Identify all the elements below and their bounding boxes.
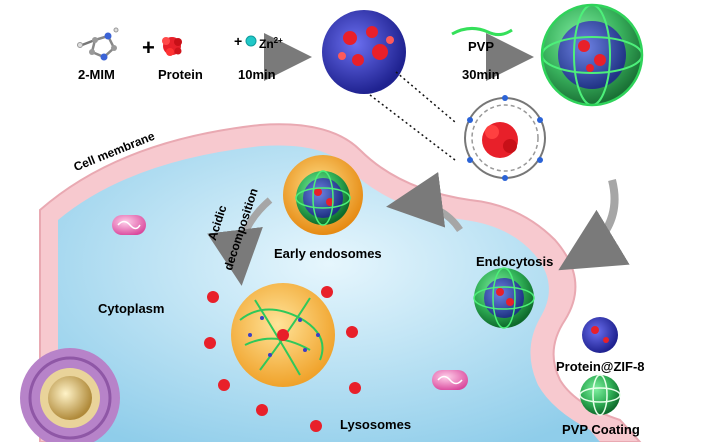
arrow-to-endocytosis (558, 178, 630, 271)
mitochondrion-icon-2 (432, 370, 468, 390)
plus-sign: + (142, 35, 155, 60)
label-protein-zif8: Protein@ZIF-8 (556, 359, 645, 374)
mitochondrion-icon (112, 215, 146, 235)
legend-pvp-coating-icon (579, 374, 621, 416)
arrow-to-early-endosome (386, 172, 463, 233)
nucleus-icon (20, 348, 120, 442)
early-endosome (283, 155, 363, 235)
released-proteins (204, 286, 361, 432)
label-pvp: PVP (468, 39, 495, 54)
label-10min: 10min (238, 67, 276, 82)
protein-icon (162, 37, 182, 56)
label-30min: 30min (462, 67, 500, 82)
label-endocytosis: Endocytosis (476, 254, 554, 269)
zinc-ion-icon (245, 35, 257, 47)
lysosome (231, 283, 335, 387)
mim-molecule-icon (77, 27, 119, 61)
label-zn: Zn2+ (259, 36, 283, 51)
label-early-endosomes: Early endosomes (274, 246, 382, 261)
legend-protein-zif8-icon (582, 317, 618, 353)
arrow-acidic-decomposition (207, 197, 273, 286)
pvp-chain-icon (451, 27, 513, 37)
zn-plus-sign: + (234, 33, 242, 49)
label-lysosomes: Lysosomes (340, 417, 412, 432)
zn-charge: 2+ (273, 36, 283, 45)
label-cytoplasm: Cytoplasm (98, 301, 165, 316)
zn-symbol: Zn (259, 37, 274, 51)
protein-zif8-particle (322, 10, 406, 94)
label-2-mim: 2-MIM (78, 67, 115, 82)
zoom-line-1 (395, 71, 456, 123)
zif-cage-zoom-icon (464, 95, 546, 181)
label-pvp-coating: PVP Coating (562, 422, 640, 437)
label-protein: Protein (158, 67, 203, 82)
endocytosis-particle (473, 267, 535, 329)
zoom-line-2 (369, 94, 456, 161)
pvp-coated-particle (540, 3, 644, 107)
